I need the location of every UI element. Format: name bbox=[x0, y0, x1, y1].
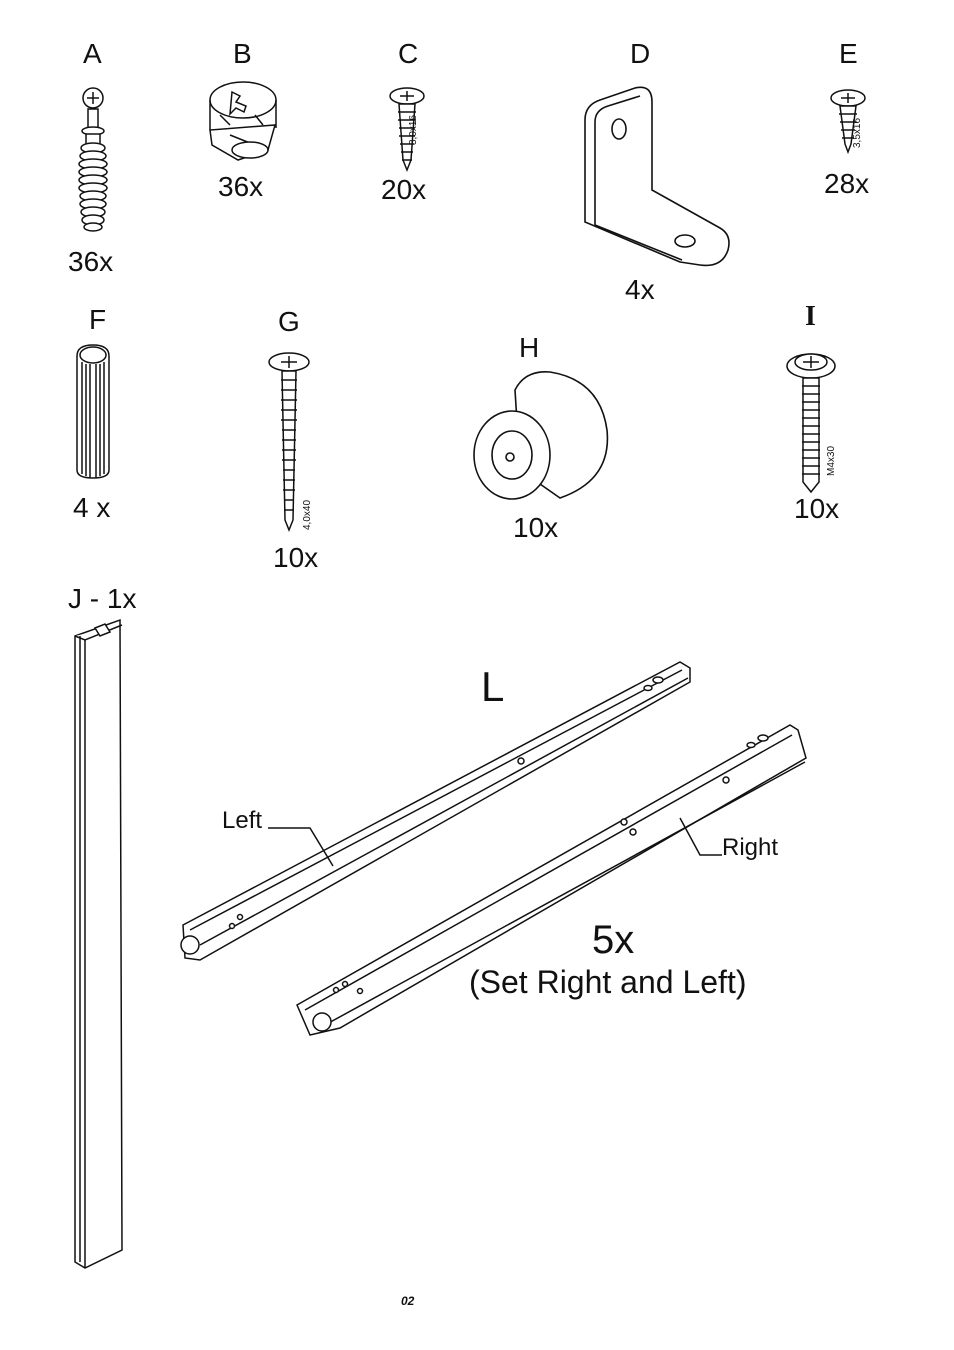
slide-right-label: Right bbox=[722, 834, 779, 861]
part-qty-a: 36x bbox=[68, 246, 114, 277]
screw-g-drawing bbox=[268, 352, 310, 533]
part-label-e: E bbox=[839, 38, 858, 69]
screw-e-drawing bbox=[830, 89, 866, 155]
part-label-c: C bbox=[398, 38, 419, 69]
part-qty-l: 5x bbox=[592, 918, 635, 962]
angle-bracket-d-drawing bbox=[584, 86, 730, 267]
knob-h-drawing bbox=[473, 371, 609, 500]
part-size-e: 3,5x16 bbox=[852, 117, 863, 148]
part-qty-g: 10x bbox=[273, 542, 319, 573]
part-label-l: L bbox=[481, 663, 505, 710]
page-number: 02 bbox=[401, 1294, 415, 1308]
slide-left-label: Left bbox=[222, 807, 263, 834]
part-label-d: D bbox=[630, 38, 651, 69]
slide-set-note: (Set Right and Left) bbox=[469, 964, 747, 1000]
part-size-g: 4,0x40 bbox=[302, 499, 313, 530]
dowel-f-drawing bbox=[76, 344, 110, 479]
part-label-g: G bbox=[278, 306, 300, 337]
part-label-b: B bbox=[233, 38, 252, 69]
part-qty-i: 10x bbox=[794, 493, 840, 524]
part-label-f: F bbox=[89, 304, 107, 335]
part-label-j: J - 1x bbox=[68, 583, 137, 614]
part-qty-d: 4x bbox=[625, 274, 655, 305]
part-qty-c: 20x bbox=[381, 174, 427, 205]
part-label-i: I bbox=[805, 301, 816, 332]
profile-j-drawing bbox=[74, 618, 123, 1269]
part-qty-e: 28x bbox=[824, 168, 870, 199]
screw-c-drawing bbox=[389, 87, 425, 173]
screw-i-drawing bbox=[786, 353, 836, 494]
part-size-i: M4x30 bbox=[826, 445, 837, 476]
cam-lock-b-drawing bbox=[209, 81, 277, 161]
drawer-slides-l-drawing bbox=[180, 661, 807, 1036]
part-qty-b: 36x bbox=[218, 171, 264, 202]
bolt-a-drawing bbox=[78, 87, 108, 232]
part-label-h: H bbox=[519, 332, 540, 363]
part-qty-h: 10x bbox=[513, 512, 559, 543]
part-size-c: 3,0x16 bbox=[408, 114, 419, 145]
part-label-a: A bbox=[83, 38, 102, 69]
part-qty-f: 4 x bbox=[73, 492, 111, 523]
